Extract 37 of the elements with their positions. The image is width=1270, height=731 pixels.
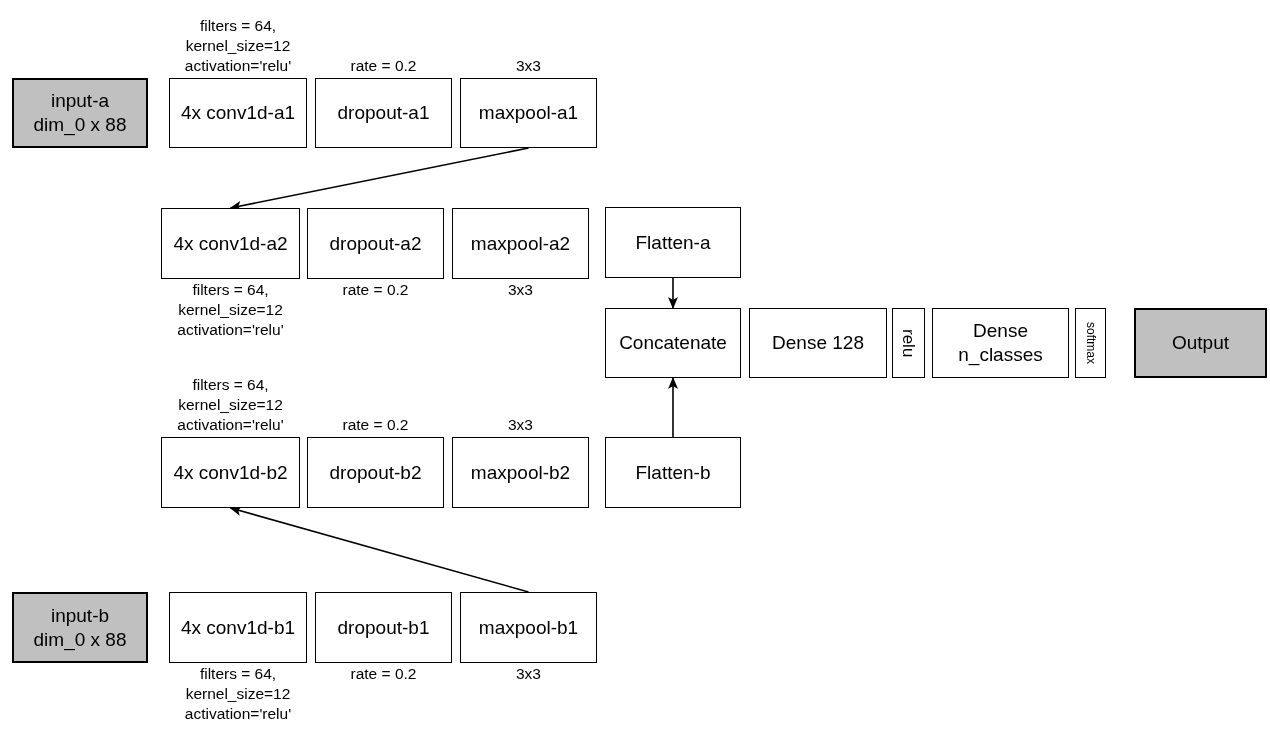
arrow	[229, 506, 530, 593]
layer-box: maxpool-a2	[452, 208, 589, 279]
layer-box: maxpool-b1	[460, 592, 597, 663]
layer-box: Concatenate	[605, 308, 741, 378]
layer-parameters: 3x3	[507, 280, 534, 300]
layer-parameters: 3x3	[515, 664, 542, 684]
layer-box: dropout-a1	[315, 78, 452, 148]
layer-parameters: filters = 64, kernel_size=12 activation='relu'	[183, 664, 293, 725]
arrow	[668, 277, 678, 309]
layer-parameters: 3x3	[507, 414, 534, 435]
input-output-box: Output	[1134, 308, 1267, 378]
layer-box: dropout-a2	[307, 208, 444, 279]
layer-box: 4x conv1d-b2	[161, 437, 300, 508]
layer-parameters: rate = 0.2	[349, 664, 418, 684]
activation-box: softmax	[1075, 308, 1106, 378]
layer-box: 4x conv1d-b1	[169, 592, 307, 663]
layer-box: Flatten-b	[605, 437, 741, 508]
layer-parameters: filters = 64, kernel_size=12 activation='relu'	[183, 15, 293, 76]
layer-box: maxpool-a1	[460, 78, 597, 148]
arrow	[668, 377, 678, 438]
layer-box: 4x conv1d-a2	[161, 208, 300, 279]
layer-box: Flatten-a	[605, 207, 741, 278]
layer-box: maxpool-b2	[452, 437, 589, 508]
layer-parameters: rate = 0.2	[341, 414, 410, 435]
layer-parameters: rate = 0.2	[349, 55, 418, 76]
activation-box: relu	[892, 308, 925, 378]
layer-box: 4x conv1d-a1	[169, 78, 307, 148]
layer-parameters: filters = 64, kernel_size=12 activation='relu'	[176, 374, 285, 435]
layer-box: dropout-b1	[315, 592, 452, 663]
layer-box: Dense 128	[749, 308, 887, 378]
layer-parameters: 3x3	[515, 55, 542, 76]
layer-parameters: rate = 0.2	[341, 280, 410, 300]
layer-box: Dense n_classes	[932, 308, 1069, 378]
input-output-box: input-a dim_0 x 88	[12, 78, 148, 148]
input-output-box: input-b dim_0 x 88	[12, 592, 148, 663]
layer-parameters: filters = 64, kernel_size=12 activation='relu'	[176, 280, 285, 341]
layer-box: dropout-b2	[307, 437, 444, 508]
